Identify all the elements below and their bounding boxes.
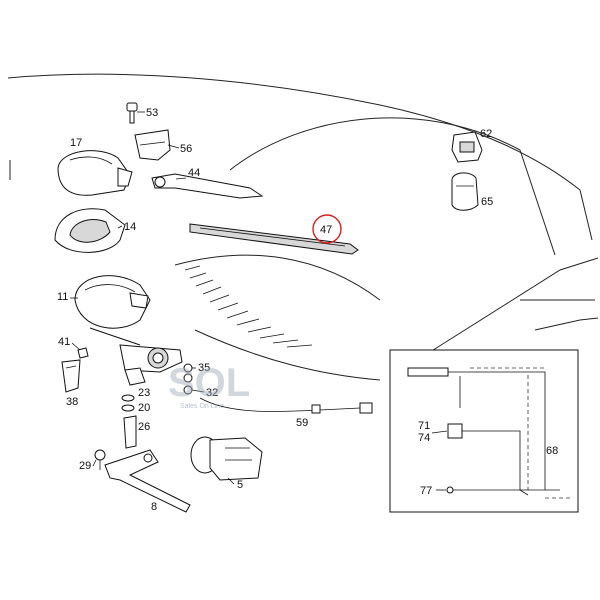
bolt-part-29 xyxy=(94,449,106,470)
highlight-circle-47 xyxy=(312,214,342,244)
bracket-part-38 xyxy=(61,359,81,393)
callout-41: 41 xyxy=(58,336,70,348)
callout-44: 44 xyxy=(188,167,200,179)
callout-65: 65 xyxy=(481,196,493,208)
cowl-grille xyxy=(184,265,313,348)
callout-labels: 53 56 17 44 14 47 62 65 11 41 38 35 23 3… xyxy=(57,107,558,513)
cover-part-14 xyxy=(54,208,126,253)
callout-56: 56 xyxy=(180,143,192,155)
cable-part-59 xyxy=(199,397,373,414)
car-body-outline xyxy=(7,73,599,381)
callout-32: 32 xyxy=(206,387,218,399)
cover-part-11 xyxy=(74,275,151,329)
bolt-part-53 xyxy=(126,102,138,124)
wiper-arm-part-44 xyxy=(151,173,264,199)
callout-59: 59 xyxy=(296,417,308,429)
cap-part-56 xyxy=(134,129,171,161)
arm-cover-part-17 xyxy=(57,150,133,196)
linkage-assembly xyxy=(89,327,183,386)
watermark-logo-text: SOL xyxy=(168,361,250,405)
cap-part-65 xyxy=(451,172,479,211)
callout-5: 5 xyxy=(237,479,243,491)
callout-26: 26 xyxy=(138,421,150,433)
linkage-arm-part-8 xyxy=(104,449,191,513)
switch-part-62 xyxy=(451,131,483,163)
callout-14: 14 xyxy=(124,221,136,233)
watermark-logo: SOL Sales On Line xyxy=(168,361,250,410)
callout-47: 47 xyxy=(320,224,332,236)
wiper-motor-part-5 xyxy=(190,436,263,481)
callout-62: 62 xyxy=(480,128,492,140)
clip-part-41 xyxy=(77,347,89,359)
callout-38: 38 xyxy=(66,396,78,408)
callout-77: 77 xyxy=(420,485,432,497)
callout-8: 8 xyxy=(151,501,157,513)
callout-23: 23 xyxy=(138,387,150,399)
callout-71: 71 xyxy=(418,420,430,432)
callout-11: 11 xyxy=(57,291,68,303)
bracket-part-26 xyxy=(123,415,137,449)
callout-29: 29 xyxy=(79,460,91,472)
callout-53: 53 xyxy=(146,107,158,119)
callout-17: 17 xyxy=(70,137,82,149)
callout-35: 35 xyxy=(198,362,210,374)
callout-68: 68 xyxy=(546,445,558,457)
leader-lines xyxy=(70,111,448,491)
callout-74: 74 xyxy=(418,432,430,444)
watermark-tagline: Sales On Line xyxy=(180,403,224,410)
fasteners-group xyxy=(121,363,193,412)
callout-20: 20 xyxy=(138,402,150,414)
wiper-blade-part-47 xyxy=(189,223,359,255)
inset-wiring-diagram xyxy=(389,349,579,513)
